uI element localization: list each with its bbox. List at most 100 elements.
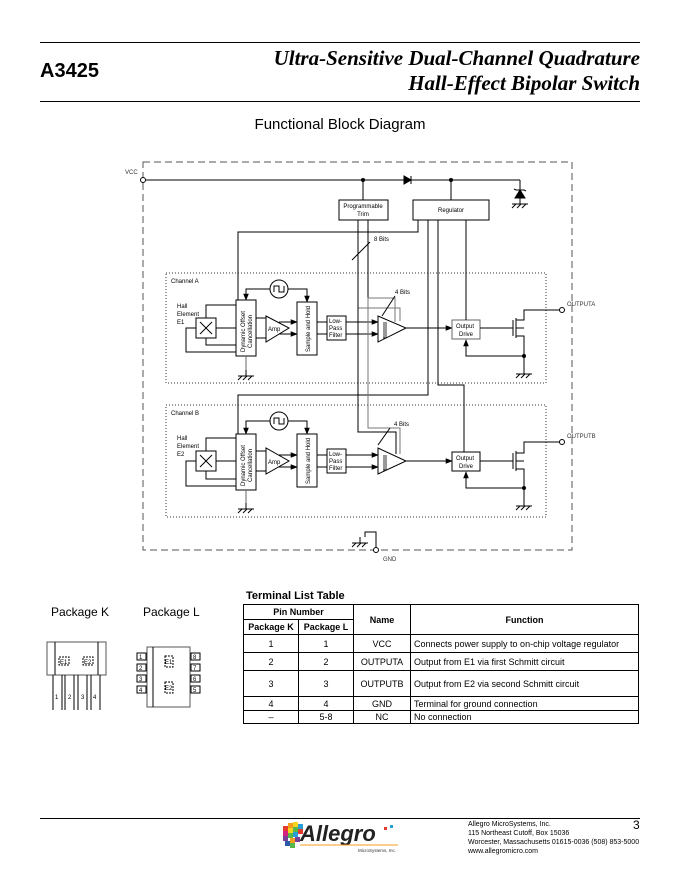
element-e1: E1 (165, 660, 173, 666)
cell-package-l: 3 (298, 670, 354, 697)
schmitt-comparator-b (377, 447, 408, 475)
footer-rule (40, 818, 640, 819)
amp-block (265, 447, 291, 475)
website-link[interactable]: www.allegromicro.com (468, 848, 539, 855)
header-pin-number: Pin Number (243, 604, 354, 620)
header-package-l: Package L (298, 619, 354, 635)
pin-7: 7 (193, 666, 197, 672)
trim-label-1: Programmable (343, 204, 383, 210)
pin-4: 4 (139, 688, 143, 694)
sample-hold-label: Sample and Hold (306, 438, 312, 484)
hall-element-e2 (195, 450, 217, 472)
hall-label-3: E2 (177, 452, 185, 458)
doc-label: Dynamic OffsetCancellation (241, 311, 254, 352)
mosfet-icon (512, 309, 560, 356)
pin-6: 6 (193, 677, 197, 683)
table-row: 4 4 GND Terminal for ground connection (243, 696, 639, 711)
channel-a-label: Channel A (171, 279, 199, 285)
logo-wordmark: Allegro (299, 821, 376, 846)
header-package-k: Package K (243, 619, 299, 635)
sample-hold-label: Sample and Hold (306, 306, 312, 352)
channel-b: Channel B Hall Element E2 Dynamic Offset… (165, 300, 560, 518)
package-drawings: E1 E2 1 2 3 4 E1 E2 1 2 3 4 8 7 6 5 (46, 641, 201, 710)
sample-and-hold-block (296, 433, 318, 488)
outputa-pin[interactable] (559, 307, 565, 313)
functional-block-diagram: VCC Programmable Trim Regulator 8 Bits C… (125, 161, 596, 563)
sample-and-hold-block (296, 301, 318, 356)
cell-package-k: 4 (243, 696, 299, 711)
allegro-logo: Allegro MicroSystems, Inc. (283, 821, 398, 853)
package-k-label: Package K (51, 605, 110, 619)
cell-function: No connection (410, 710, 639, 724)
document-title: Ultra-Sensitive Dual-Channel Quadrature … (274, 46, 640, 96)
zener-diode-icon (513, 188, 527, 199)
terminal-list-table: Pin Number Name Function Package K Packa… (243, 604, 639, 724)
diode-icon (403, 175, 413, 185)
hall-label-2: Element (177, 312, 199, 318)
hall-label-2: Element (177, 444, 199, 450)
cell-name: NC (353, 710, 411, 724)
ground-icon (351, 536, 369, 548)
outputb-label: OUTPUTB (567, 434, 596, 440)
title-line-2: Hall-Effect Bipolar Switch (408, 71, 640, 95)
page-number: 3 (633, 818, 640, 832)
doc-label: Dynamic OffsetCancellation (241, 445, 254, 486)
terminal-table-title: Terminal List Table (246, 590, 345, 602)
cell-function: Output from E2 via second Schmitt circui… (410, 670, 639, 697)
company-name: Allegro MicroSystems, Inc. (468, 821, 551, 828)
hall-label-3: E1 (177, 320, 185, 326)
address-line-2: Worcester, Massachusetts 01615-0036 (508… (468, 839, 640, 846)
title-line-1: Ultra-Sensitive Dual-Channel Quadrature (273, 46, 640, 70)
bits4-label-b: 4 Bits (394, 422, 409, 428)
outputb-pin[interactable] (559, 439, 565, 445)
part-number: A3425 (40, 60, 99, 82)
hall-label-1: Hall (177, 436, 187, 442)
cell-package-k: 3 (243, 670, 299, 697)
header-rule-top (40, 42, 640, 43)
pin-8: 8 (193, 655, 197, 661)
pin-2: 2 (68, 695, 72, 701)
element-e2: E2 (165, 686, 173, 692)
amp-label: Amp (268, 327, 281, 333)
bits8-label: 8 Bits (374, 237, 389, 243)
gnd-pin[interactable] (373, 547, 379, 553)
cell-function: Connects power supply to on-chip voltage… (410, 634, 639, 653)
cell-package-l: 2 (298, 652, 354, 671)
cell-name: GND (353, 696, 411, 711)
hall-label-1: Hall (177, 304, 187, 310)
trim-label-2: Trim (357, 212, 369, 218)
package-l-label: Package L (143, 605, 200, 619)
pin-1: 1 (55, 695, 59, 701)
company-address: Allegro MicroSystems, Inc. 115 Northeast… (468, 820, 639, 856)
low-pass-filter-block (326, 315, 347, 341)
low-pass-filter-block (326, 448, 347, 474)
cell-function: Output from E1 via first Schmitt circuit (410, 652, 639, 671)
header-rule-bottom (40, 101, 640, 102)
ground-icon (237, 502, 255, 514)
hall-element-e1 (195, 317, 217, 339)
logo-subtitle: MicroSystems, Inc. (358, 848, 396, 853)
element-e1: E1 (60, 660, 68, 666)
vcc-pin[interactable] (140, 177, 146, 183)
ground-icon (515, 367, 533, 379)
cell-package-k: – (243, 710, 299, 724)
cell-package-k: 1 (243, 634, 299, 653)
address-line-1: 115 Northeast Cutoff, Box 15036 (468, 830, 570, 837)
logo-color-mosaic-icon (283, 822, 303, 848)
cell-function: Terminal for ground connection (410, 696, 639, 711)
table-row: 3 3 OUTPUTB Output from E2 via second Sc… (243, 670, 639, 697)
outputa-label: OUTPUTA (567, 302, 595, 308)
vcc-label: VCC (125, 170, 138, 176)
cell-package-l: 4 (298, 696, 354, 711)
table-row: 1 1 VCC Connects power supply to on-chip… (243, 634, 639, 653)
mosfet-icon (512, 441, 560, 488)
ground-icon (511, 197, 529, 209)
bits4-label-a: 4 Bits (395, 290, 410, 296)
gnd-label: GND (383, 557, 397, 563)
cell-package-l: 1 (298, 634, 354, 653)
amp-label: Amp (268, 460, 281, 466)
